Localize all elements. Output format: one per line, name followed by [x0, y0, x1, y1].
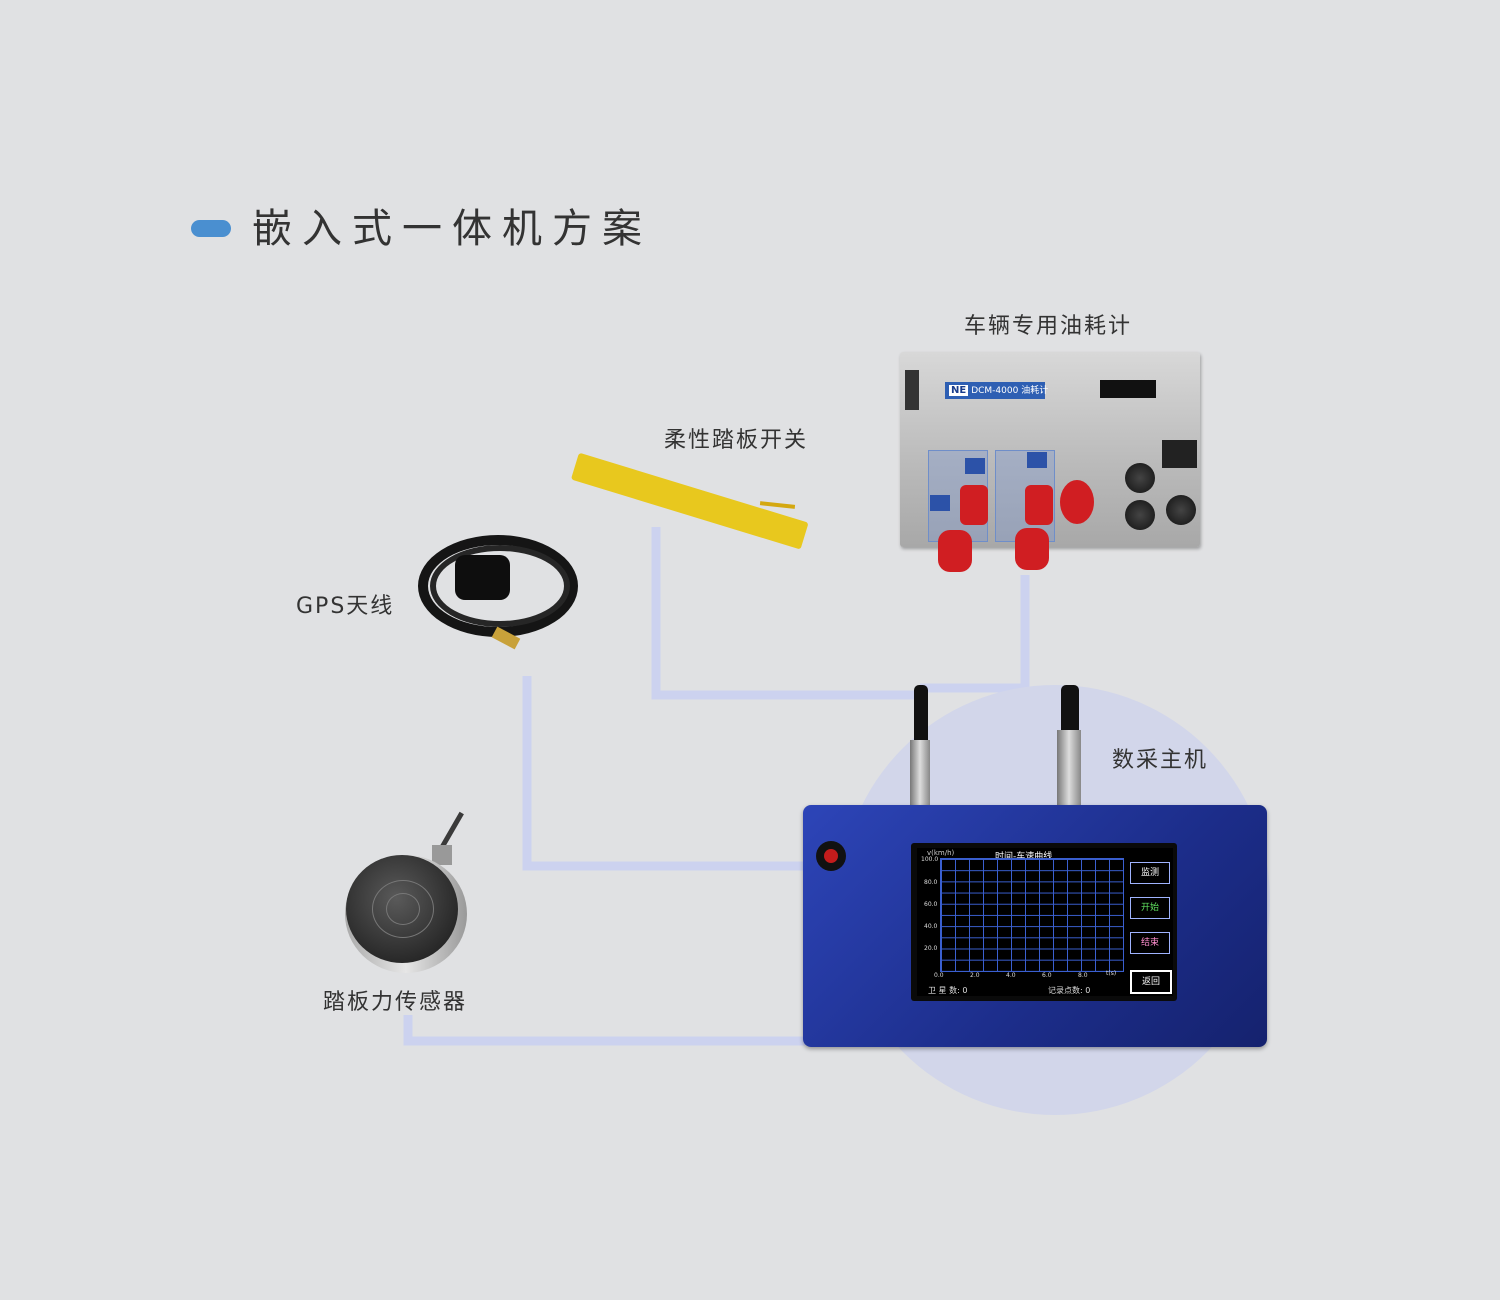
y-tick: 60.0	[924, 901, 938, 908]
fuel-meter-display	[1100, 380, 1156, 398]
right-connector	[1057, 730, 1081, 806]
screen-chart-title: 时间-车速曲线	[995, 852, 1053, 862]
y-tick: 80.0	[924, 879, 938, 886]
stop-button[interactable]: 结束	[1130, 932, 1170, 954]
back-button[interactable]: 返回	[1130, 970, 1172, 994]
monitor-button[interactable]: 监测	[1130, 862, 1170, 884]
x-tick: 6.0	[1042, 972, 1052, 979]
left-connector	[910, 740, 930, 806]
gps-antenna-label: GPS天线	[296, 594, 395, 619]
satellite-count: 卫 星 数: 0	[928, 986, 968, 995]
x-tick: 4.0	[1006, 972, 1016, 979]
y-tick: 40.0	[924, 923, 938, 930]
y-tick: 20.0	[924, 945, 938, 952]
wire-force-sensor	[403, 1015, 805, 1046]
force-sensor-label: 踏板力传感器	[323, 990, 468, 1015]
wire-gps	[522, 676, 805, 871]
x-tick: 2.0	[970, 972, 980, 979]
wire-pedal-switch	[651, 527, 920, 700]
screen-y-label: v(km/h)	[927, 849, 955, 857]
page-title: 嵌入式一体机方案	[252, 206, 652, 252]
wire-fuel-meter	[920, 575, 1030, 693]
record-count: 记录点数: 0	[1048, 986, 1091, 995]
power-button[interactable]	[816, 841, 846, 871]
left-antenna	[914, 685, 928, 745]
pedal-switch-label: 柔性踏板开关	[664, 428, 809, 453]
x-tick: 0.0	[934, 972, 944, 979]
screen-grid	[940, 858, 1124, 972]
right-antenna	[1061, 685, 1079, 735]
host-label: 数采主机	[1112, 748, 1209, 773]
start-button[interactable]: 开始	[1130, 897, 1170, 919]
y-tick: 100.0	[921, 856, 939, 863]
x-axis-label: t(s)	[1106, 970, 1117, 977]
x-tick: 8.0	[1078, 972, 1088, 979]
title-marker	[191, 220, 231, 237]
fuel-meter-label: 车辆专用油耗计	[964, 314, 1133, 339]
